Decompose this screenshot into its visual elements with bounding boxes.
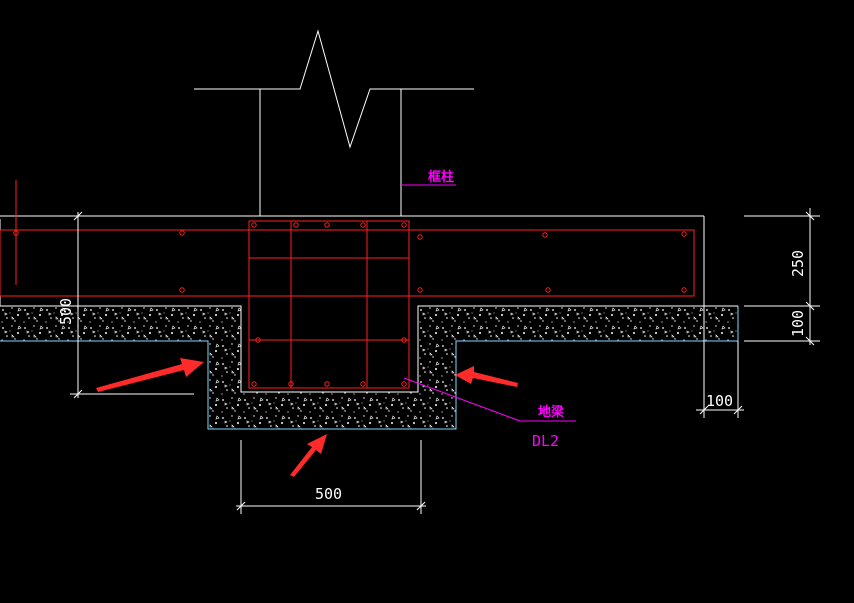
rebar-dot	[681, 287, 687, 293]
column-label: 框柱	[428, 169, 454, 185]
beam-outline	[0, 215, 705, 306]
column-stirrup-outer	[248, 220, 410, 389]
red-arrow-icon-group	[96, 358, 518, 477]
rebar-dot	[681, 231, 687, 237]
dim-500-bottom-text: 500	[315, 485, 342, 503]
rebar-dot	[13, 230, 19, 236]
concrete-top-edge-left	[0, 305, 738, 393]
dim-250-text: 250	[789, 250, 807, 277]
rebar-dot	[545, 287, 551, 293]
dim-100-horizontal-text: 100	[706, 392, 733, 410]
rebar-cage	[0, 180, 695, 389]
rebar-dot	[417, 234, 423, 240]
rebar-dot	[255, 337, 261, 343]
rebar-dot	[293, 222, 299, 228]
beam-label: 地梁	[538, 404, 565, 420]
rebar-dot	[401, 381, 407, 387]
concrete-fill	[0, 306, 738, 429]
concrete-bedding	[0, 305, 739, 430]
red-arrow-icon-bottom	[290, 434, 327, 477]
column-outline	[194, 29, 474, 216]
red-arrow-icon-right	[455, 366, 518, 387]
rebar-dot	[251, 381, 257, 387]
dimension-lines	[70, 208, 820, 514]
rebar-dot	[417, 287, 423, 293]
rebar-dot	[288, 381, 294, 387]
rebar-dot	[179, 230, 185, 236]
beam-stirrup	[0, 229, 695, 297]
rebar-dot	[324, 222, 330, 228]
rebar-dot	[542, 232, 548, 238]
rebar-bars	[13, 222, 687, 387]
rebar-dot	[401, 222, 407, 228]
break-line-symbol	[194, 29, 474, 149]
rebar-dot	[360, 381, 366, 387]
rebar-dot	[179, 287, 185, 293]
rebar-dot	[360, 222, 366, 228]
rebar-dot	[324, 381, 330, 387]
rebar-dot	[401, 337, 407, 343]
rebar-dot	[251, 222, 257, 228]
dim-100-vertical-text: 100	[789, 310, 807, 337]
red-arrow-icon-left	[96, 358, 204, 392]
leader-lines	[401, 184, 576, 422]
beam-code-label: DL2	[532, 432, 559, 450]
dim-500-left-text: 500	[57, 298, 75, 325]
